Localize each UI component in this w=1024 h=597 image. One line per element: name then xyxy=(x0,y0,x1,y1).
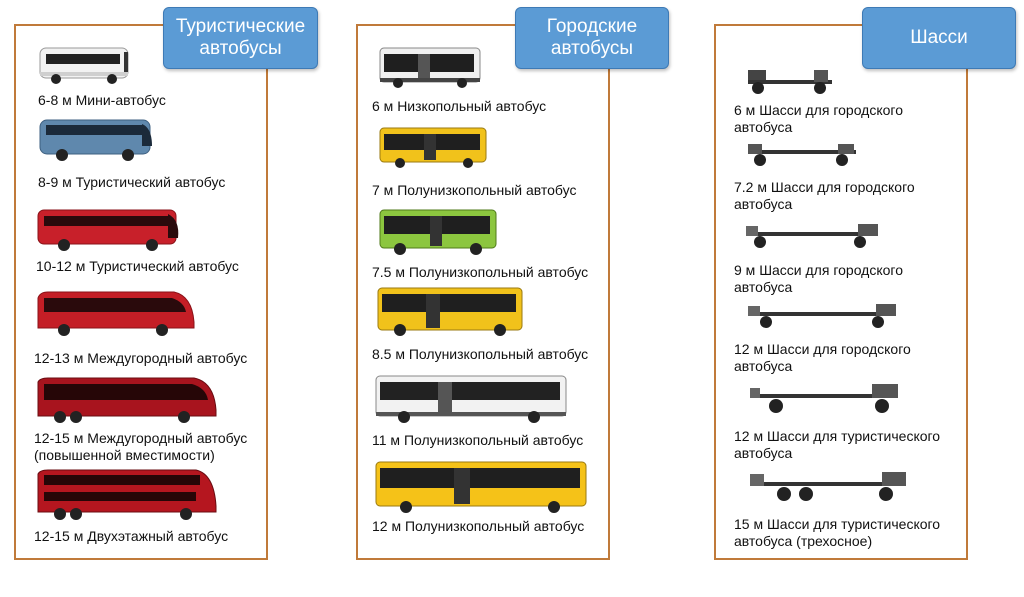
intercity-bus-15m-image xyxy=(34,374,220,424)
low-floor-bus-6m-image xyxy=(378,44,484,90)
semi-low-floor-bus-12m-image xyxy=(374,458,590,514)
city-buses-header: Городские автобусы xyxy=(515,7,669,69)
chassis-panel xyxy=(714,24,968,560)
chassis-item-label: 9 м Шасси для городского автобуса xyxy=(734,262,903,295)
tourist-bus-8m-image xyxy=(38,116,156,162)
city-item-label: 7.5 м Полунизкопольный автобус xyxy=(372,264,589,280)
chassis-item-label: 12 м Шасси для городского автобуса xyxy=(734,341,911,374)
tourist-item-label: 12-13 м Междугородный автобус xyxy=(34,350,248,366)
mini-bus-image xyxy=(38,44,132,86)
chassis-12m-tourist-image xyxy=(746,380,902,416)
city-item-label: 7 м Полунизкопольный автобус xyxy=(372,182,577,198)
chassis-12m-city-image xyxy=(744,300,900,330)
chassis-item-label: 12 м Шасси для туристического автобуса xyxy=(734,428,941,461)
chassis-item-label: 6 м Шасси для городского автобуса xyxy=(734,102,903,135)
chassis-7-2m-image xyxy=(744,138,860,168)
tourist-buses-header: Туристические автобусы xyxy=(163,7,318,69)
city-item-label: 6 м Низкопольный автобус xyxy=(372,98,547,114)
semi-low-floor-bus-11m-image xyxy=(374,372,570,424)
city-item-label: 11 м Полунизкопольный автобус xyxy=(372,432,584,448)
semi-low-floor-bus-7m-image xyxy=(378,124,490,170)
tourist-item-label: 12-15 м Двухэтажный автобус xyxy=(34,528,229,544)
intercity-bus-12m-image xyxy=(34,288,198,338)
chassis-9m-image xyxy=(742,220,882,252)
double-decker-bus-image xyxy=(34,466,220,522)
city-item-label: 8.5 м Полунизкопольный автобус xyxy=(372,346,589,362)
tourist-item-label: 6-8 м Мини-автобус xyxy=(38,92,166,108)
tourist-bus-10m-image xyxy=(36,206,182,252)
semi-low-floor-bus-7-5m-image xyxy=(378,206,500,256)
chassis-6m-image xyxy=(744,64,836,96)
city-item-label: 12 м Полунизкопольный автобус xyxy=(372,518,585,534)
semi-low-floor-bus-8-5m-image xyxy=(376,284,526,338)
chassis-15m-tourist-image xyxy=(746,468,910,506)
tourist-item-label: 8-9 м Туристический автобус xyxy=(38,174,226,190)
chassis-item-label: 7.2 м Шасси для городского автобуса xyxy=(734,179,915,212)
chassis-header: Шасси xyxy=(862,7,1016,69)
chassis-item-label: 15 м Шасси для туристического автобуса (… xyxy=(734,516,941,549)
tourist-item-label: 10-12 м Туристический автобус xyxy=(36,258,239,274)
tourist-item-label: 12-15 м Междугородный автобус (повышенно… xyxy=(34,430,248,463)
